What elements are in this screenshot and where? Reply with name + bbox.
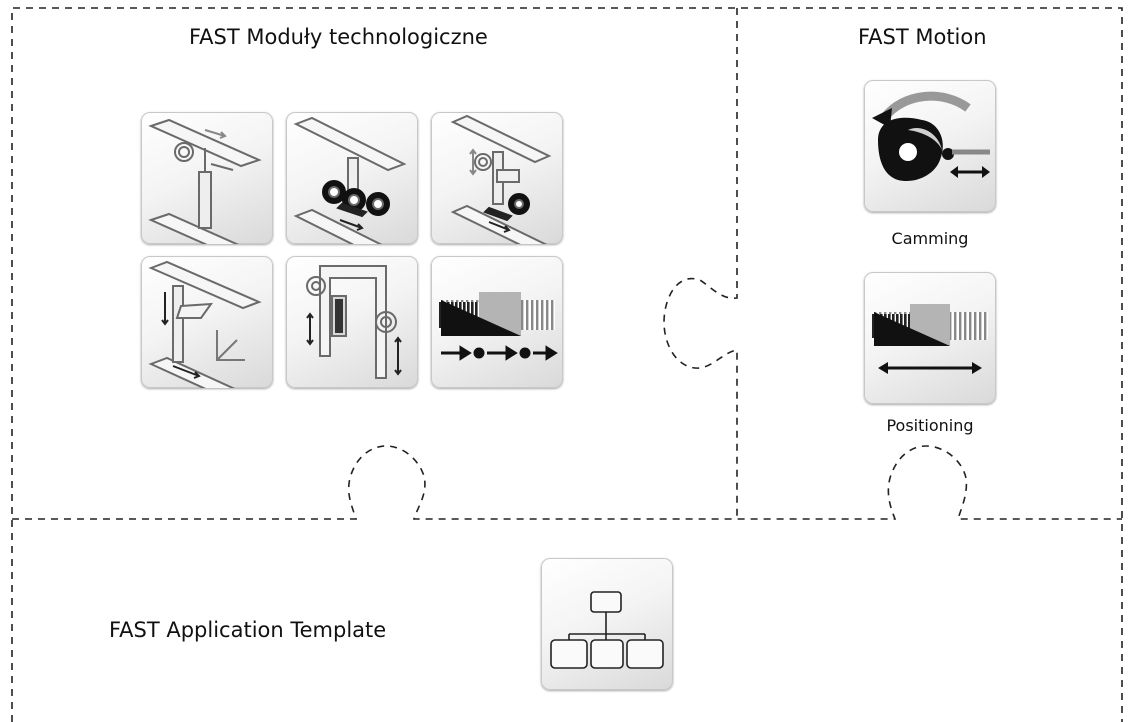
gantry-xyz-icon[interactable] xyxy=(141,256,273,388)
motion-title: FAST Motion xyxy=(858,25,987,49)
application-template-icon[interactable] xyxy=(541,558,673,690)
tech-modules-title: FAST Moduły technologiczne xyxy=(189,25,488,49)
portal-lift-icon[interactable] xyxy=(286,256,418,388)
gantry-winder-icon[interactable] xyxy=(286,112,418,244)
gantry-lift-icon[interactable] xyxy=(431,112,563,244)
conveyor-positioning-icon[interactable] xyxy=(431,256,563,388)
gantry-axis-icon[interactable] xyxy=(141,112,273,244)
app-template-title: FAST Application Template xyxy=(109,618,387,642)
camming-label: Camming xyxy=(891,229,969,248)
camming-icon[interactable] xyxy=(864,80,996,212)
positioning-icon[interactable] xyxy=(864,272,996,404)
positioning-label: Positioning xyxy=(886,416,974,435)
